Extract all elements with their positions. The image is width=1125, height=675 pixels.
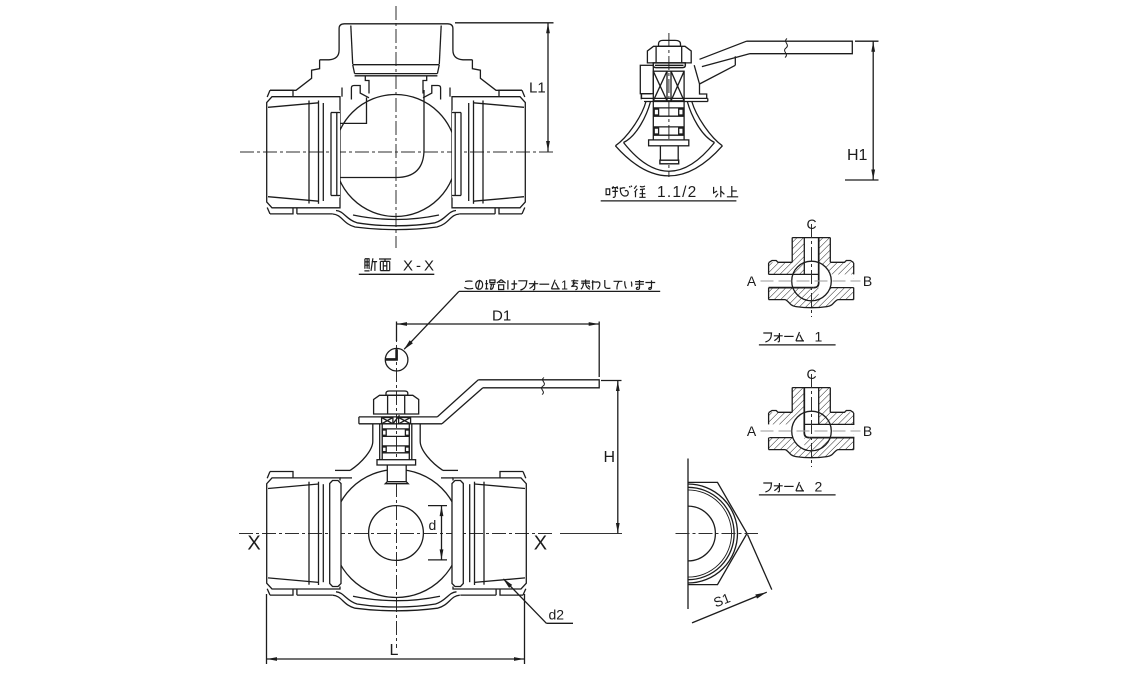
svg-text:1: 1	[815, 329, 823, 345]
svg-text:X: X	[534, 533, 547, 555]
svg-text:C: C	[806, 216, 816, 232]
svg-text:D1: D1	[492, 308, 511, 325]
svg-text:d: d	[429, 517, 437, 533]
svg-text:C: C	[806, 366, 816, 382]
svg-text:1.1/2: 1.1/2	[657, 184, 697, 201]
svg-text:2: 2	[815, 479, 823, 495]
svg-text:X - X: X - X	[403, 258, 434, 275]
svg-text:A: A	[747, 423, 757, 439]
svg-text:L1: L1	[529, 80, 546, 97]
svg-text:B: B	[863, 273, 872, 289]
svg-text:1: 1	[561, 279, 568, 293]
svg-text:d2: d2	[549, 607, 565, 623]
svg-text:A: A	[747, 273, 757, 289]
svg-text:S1: S1	[711, 590, 732, 610]
svg-text:L: L	[390, 642, 399, 659]
svg-text:B: B	[863, 423, 872, 439]
svg-text:H: H	[604, 449, 616, 466]
svg-text:H1: H1	[847, 147, 868, 164]
svg-text:X: X	[247, 533, 260, 555]
